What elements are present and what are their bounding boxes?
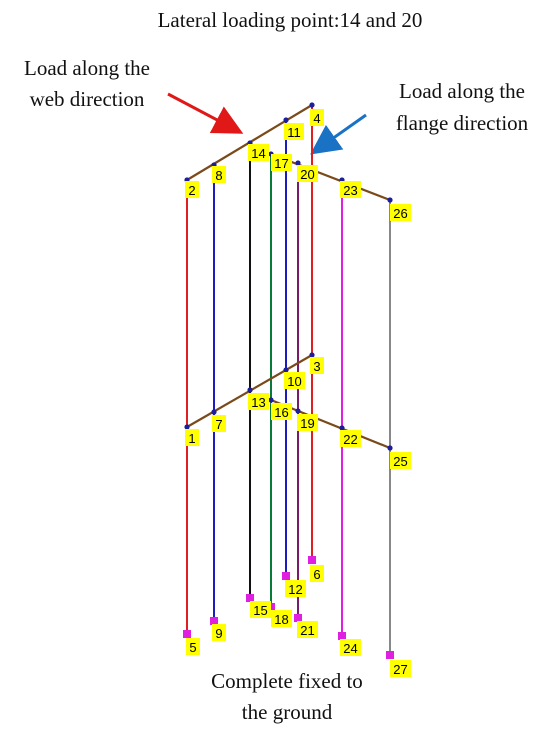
node-dot-1 bbox=[184, 424, 190, 430]
web-load-label-line2: web direction bbox=[30, 87, 145, 111]
node-dot-26 bbox=[387, 197, 393, 203]
support-5 bbox=[183, 630, 191, 638]
node-label-22: 22 bbox=[343, 432, 357, 447]
node-label-10: 10 bbox=[287, 374, 301, 389]
node-label-26: 26 bbox=[393, 206, 407, 221]
support-24 bbox=[338, 632, 346, 640]
node-label-21: 21 bbox=[300, 623, 314, 638]
node-label-13: 13 bbox=[251, 395, 265, 410]
node-dot-4 bbox=[309, 102, 315, 108]
node-dot-20 bbox=[295, 160, 301, 166]
flange-load-label-line1: Load along the bbox=[399, 79, 525, 103]
node-label-11: 11 bbox=[287, 125, 301, 140]
node-dot-7 bbox=[211, 409, 217, 415]
node-label-8: 8 bbox=[215, 168, 222, 183]
node-label-6: 6 bbox=[313, 567, 320, 582]
support-9 bbox=[210, 617, 218, 625]
node-label-3: 3 bbox=[313, 359, 320, 374]
node-label-16: 16 bbox=[274, 405, 288, 420]
node-label-17: 17 bbox=[274, 156, 288, 171]
node-dot-13 bbox=[247, 387, 253, 393]
node-label-5: 5 bbox=[189, 640, 196, 655]
web-load-label-line1: Load along the bbox=[24, 56, 150, 80]
node-dot-3 bbox=[309, 352, 315, 358]
support-15 bbox=[246, 594, 254, 602]
node-label-18: 18 bbox=[274, 612, 288, 627]
node-label-4: 4 bbox=[313, 111, 320, 126]
node-dot-11 bbox=[283, 117, 289, 123]
node-label-25: 25 bbox=[393, 454, 407, 469]
flange-load-arrow bbox=[310, 113, 367, 155]
node-label-19: 19 bbox=[300, 416, 314, 431]
support-21 bbox=[294, 614, 302, 622]
web-load-arrow bbox=[167, 92, 244, 134]
support-6 bbox=[308, 556, 316, 564]
node-label-20: 20 bbox=[300, 167, 314, 182]
support-12 bbox=[282, 572, 290, 580]
node-label-9: 9 bbox=[215, 626, 222, 641]
flange-load-label-line2: flange direction bbox=[396, 111, 529, 135]
columns bbox=[186, 105, 391, 655]
node-dot-25 bbox=[387, 445, 393, 451]
node-dot-16 bbox=[268, 397, 274, 403]
node-label-7: 7 bbox=[215, 417, 222, 432]
node-label-2: 2 bbox=[188, 183, 195, 198]
node-label-27: 27 bbox=[393, 662, 407, 677]
node-label-14: 14 bbox=[251, 146, 265, 161]
support-27 bbox=[386, 651, 394, 659]
node-dot-22 bbox=[339, 425, 345, 431]
support-label-line2: the ground bbox=[242, 700, 333, 724]
node-label-24: 24 bbox=[343, 641, 357, 656]
node-dot-10 bbox=[283, 367, 289, 373]
node-label-23: 23 bbox=[343, 183, 357, 198]
node-labels: 2 8 14 11 4 17 20 23 26 1 7 13 10 3 16 1… bbox=[185, 109, 411, 677]
node-label-15: 15 bbox=[253, 603, 267, 618]
node-dot-19 bbox=[295, 408, 301, 414]
node-label-12: 12 bbox=[288, 582, 302, 597]
support-label-line1: Complete fixed to bbox=[211, 669, 363, 693]
diagram-title: Lateral loading point:14 and 20 bbox=[158, 8, 423, 32]
node-label-1: 1 bbox=[188, 431, 195, 446]
node-dots bbox=[184, 102, 393, 451]
